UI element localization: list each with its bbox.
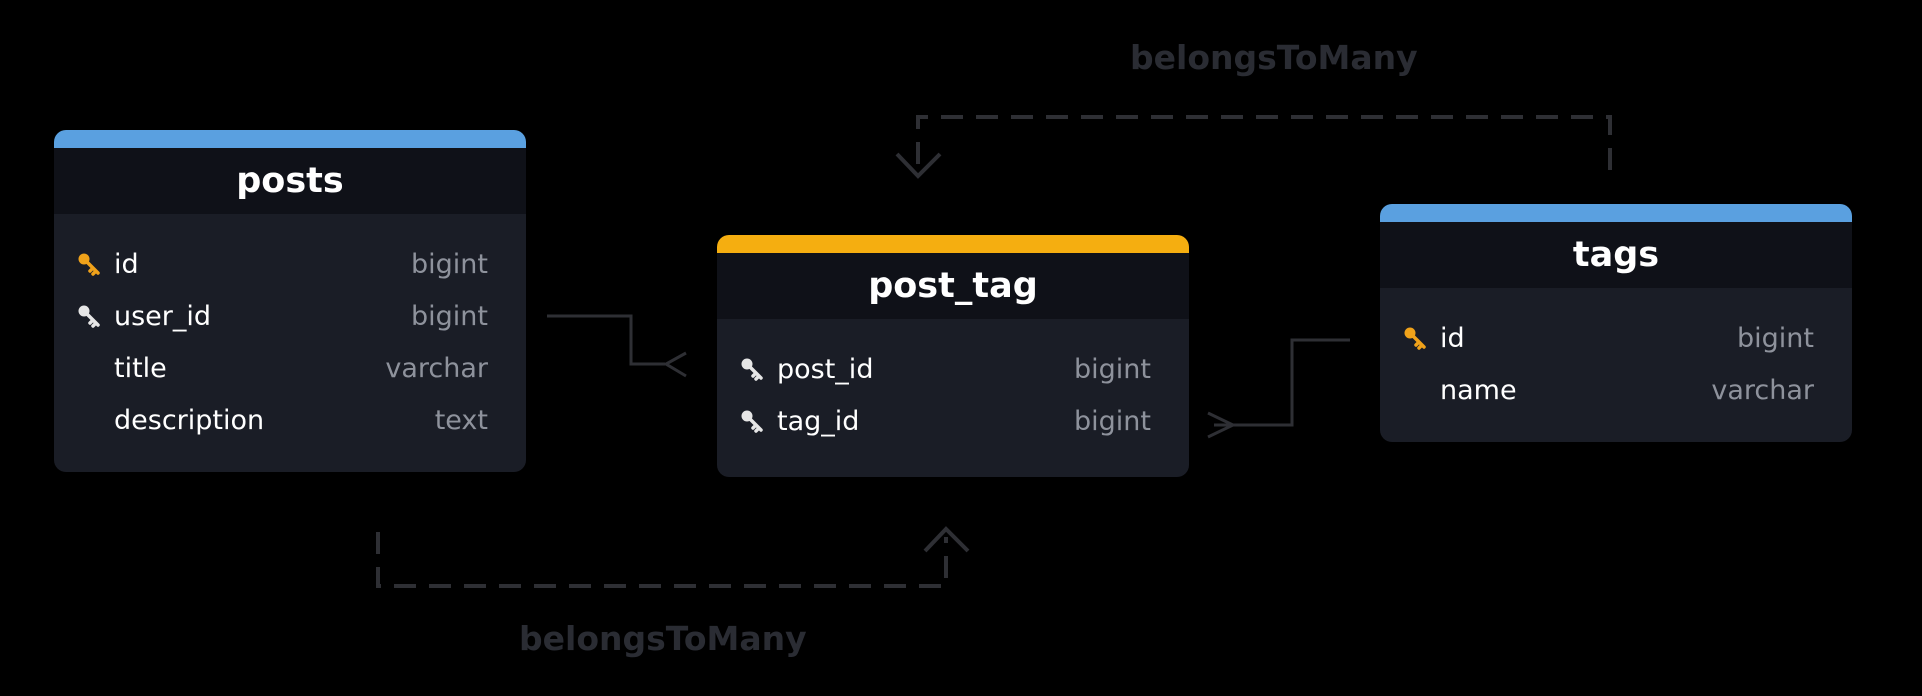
table-title: post_tag [717,253,1189,319]
field-name: post_id [777,353,874,385]
post-tag-to-tags-connector [1214,338,1350,427]
field-name: user_id [114,300,212,332]
field-type: varchar [1711,374,1814,406]
field-row[interactable]: title varchar [54,342,526,394]
bottom-relation-label: belongsToMany [519,619,807,658]
top-belongs-to-many-dashed-line [916,115,1612,170]
foreign-key-icon [739,354,777,384]
bottom-arrowhead [923,526,970,553]
field-type: bigint [411,248,488,280]
post-tag-to-tags-crowfoot [1207,411,1237,439]
foreign-key-icon [76,301,114,331]
field-name: id [114,248,139,280]
tags-table[interactable]: tags id bigint name varchar [1380,204,1852,442]
field-type: text [434,404,488,436]
field-row[interactable]: id bigint [54,238,526,290]
primary-key-icon [1402,323,1440,353]
no-key-slot [1402,375,1440,405]
field-name: name [1440,374,1517,406]
field-row[interactable]: tag_id bigint [717,395,1189,447]
posts-to-post-tag-crowfoot [662,351,687,378]
field-type: bigint [1074,353,1151,385]
no-key-slot [76,405,114,435]
table-title: tags [1380,222,1852,288]
field-row[interactable]: user_id bigint [54,290,526,342]
field-type: varchar [385,352,488,384]
field-name: description [114,404,265,436]
foreign-key-icon [739,406,777,436]
top-arrowhead [895,152,942,179]
no-key-slot [76,353,114,383]
field-row[interactable]: description text [54,394,526,446]
field-row[interactable]: name varchar [1380,364,1852,416]
field-row[interactable]: id bigint [1380,312,1852,364]
bottom-belongs-to-many-dashed-line [376,532,948,588]
post-tag-table[interactable]: post_tag post_id bigint tag_id bigint [717,235,1189,477]
field-name: id [1440,322,1465,354]
field-row[interactable]: post_id bigint [717,343,1189,395]
field-type: bigint [1074,405,1151,437]
posts-to-post-tag-connector [547,314,665,366]
top-relation-label: belongsToMany [1130,38,1418,77]
table-title: posts [54,148,526,214]
field-name: tag_id [777,405,860,437]
posts-table[interactable]: posts id bigint user_id bigint title var… [54,130,526,472]
primary-key-icon [76,249,114,279]
field-type: bigint [1737,322,1814,354]
field-name: title [114,352,167,384]
field-type: bigint [411,300,488,332]
